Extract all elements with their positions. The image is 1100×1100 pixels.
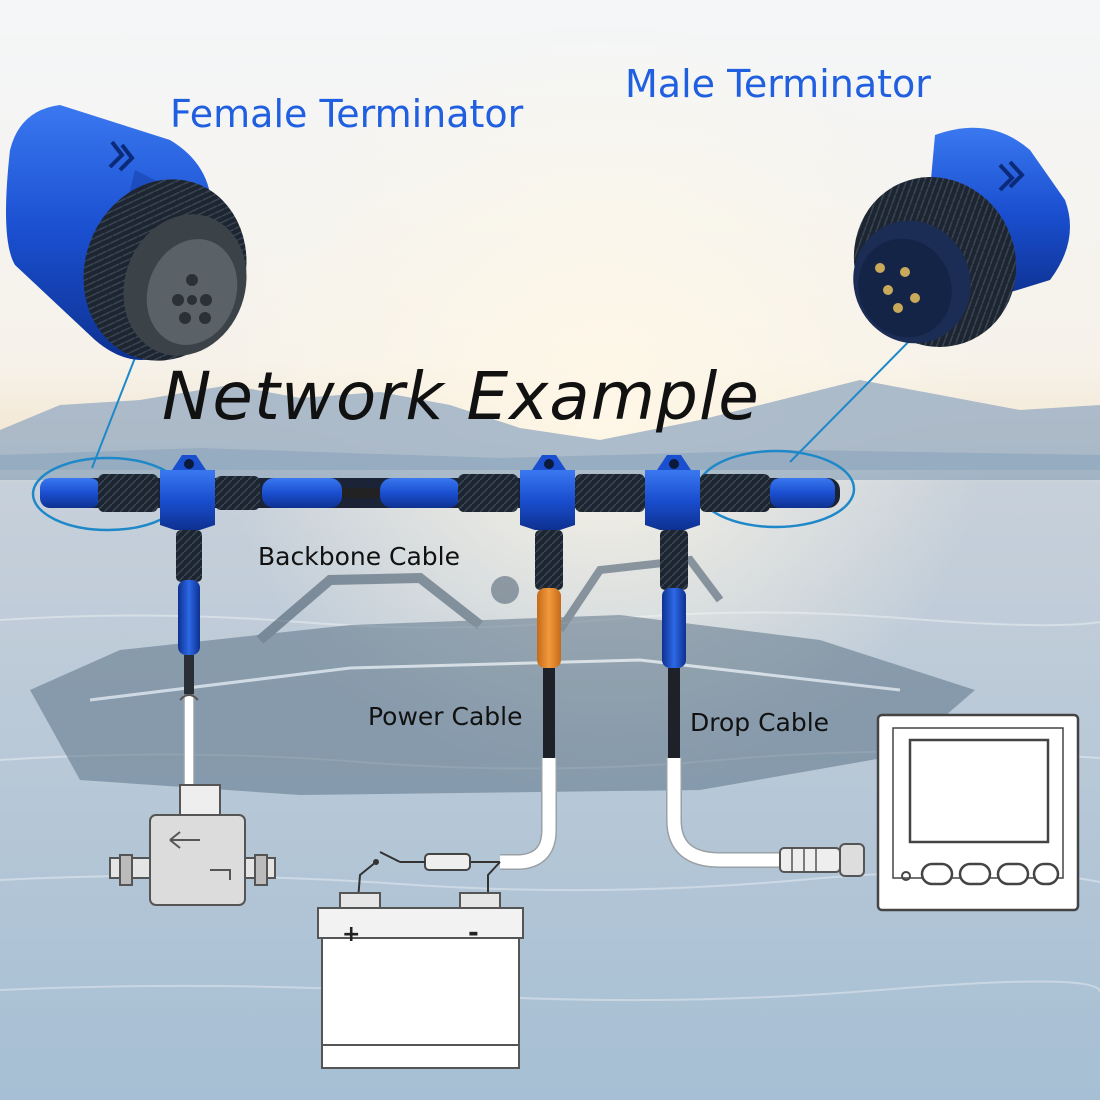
backbone-cable-plug-right	[380, 478, 460, 508]
power-drop	[357, 530, 563, 901]
tee-connector-2	[520, 470, 575, 530]
power-cable-label: Power Cable	[368, 702, 523, 731]
boat-silhouette	[30, 555, 975, 795]
backbone-assembly	[40, 455, 840, 530]
device-drop-left	[176, 530, 202, 816]
female-terminator-closeup	[6, 105, 247, 361]
male-terminator-closeup	[853, 127, 1070, 347]
junction-block	[109, 784, 276, 906]
battery-positive-label: +	[342, 922, 361, 947]
diagram-title: Network Example	[162, 358, 760, 435]
battery	[317, 892, 524, 1069]
male-terminator-label: Male Terminator	[625, 62, 931, 106]
battery-negative-label: -	[468, 918, 479, 948]
female-terminator-label: Female Terminator	[170, 92, 524, 136]
tee-connector-3	[645, 470, 700, 530]
backbone-male-terminator	[770, 478, 835, 508]
backbone-female-terminator	[40, 478, 100, 508]
device-drop-right	[660, 530, 865, 877]
backbone-cable-plug-left	[262, 478, 342, 508]
display-unit	[876, 713, 1080, 912]
drop-cable-label: Drop Cable	[690, 708, 830, 737]
backbone-cable-label: Backbone Cable	[258, 542, 461, 571]
tee-connector-1	[160, 470, 215, 530]
power-cable-connector	[537, 588, 561, 668]
